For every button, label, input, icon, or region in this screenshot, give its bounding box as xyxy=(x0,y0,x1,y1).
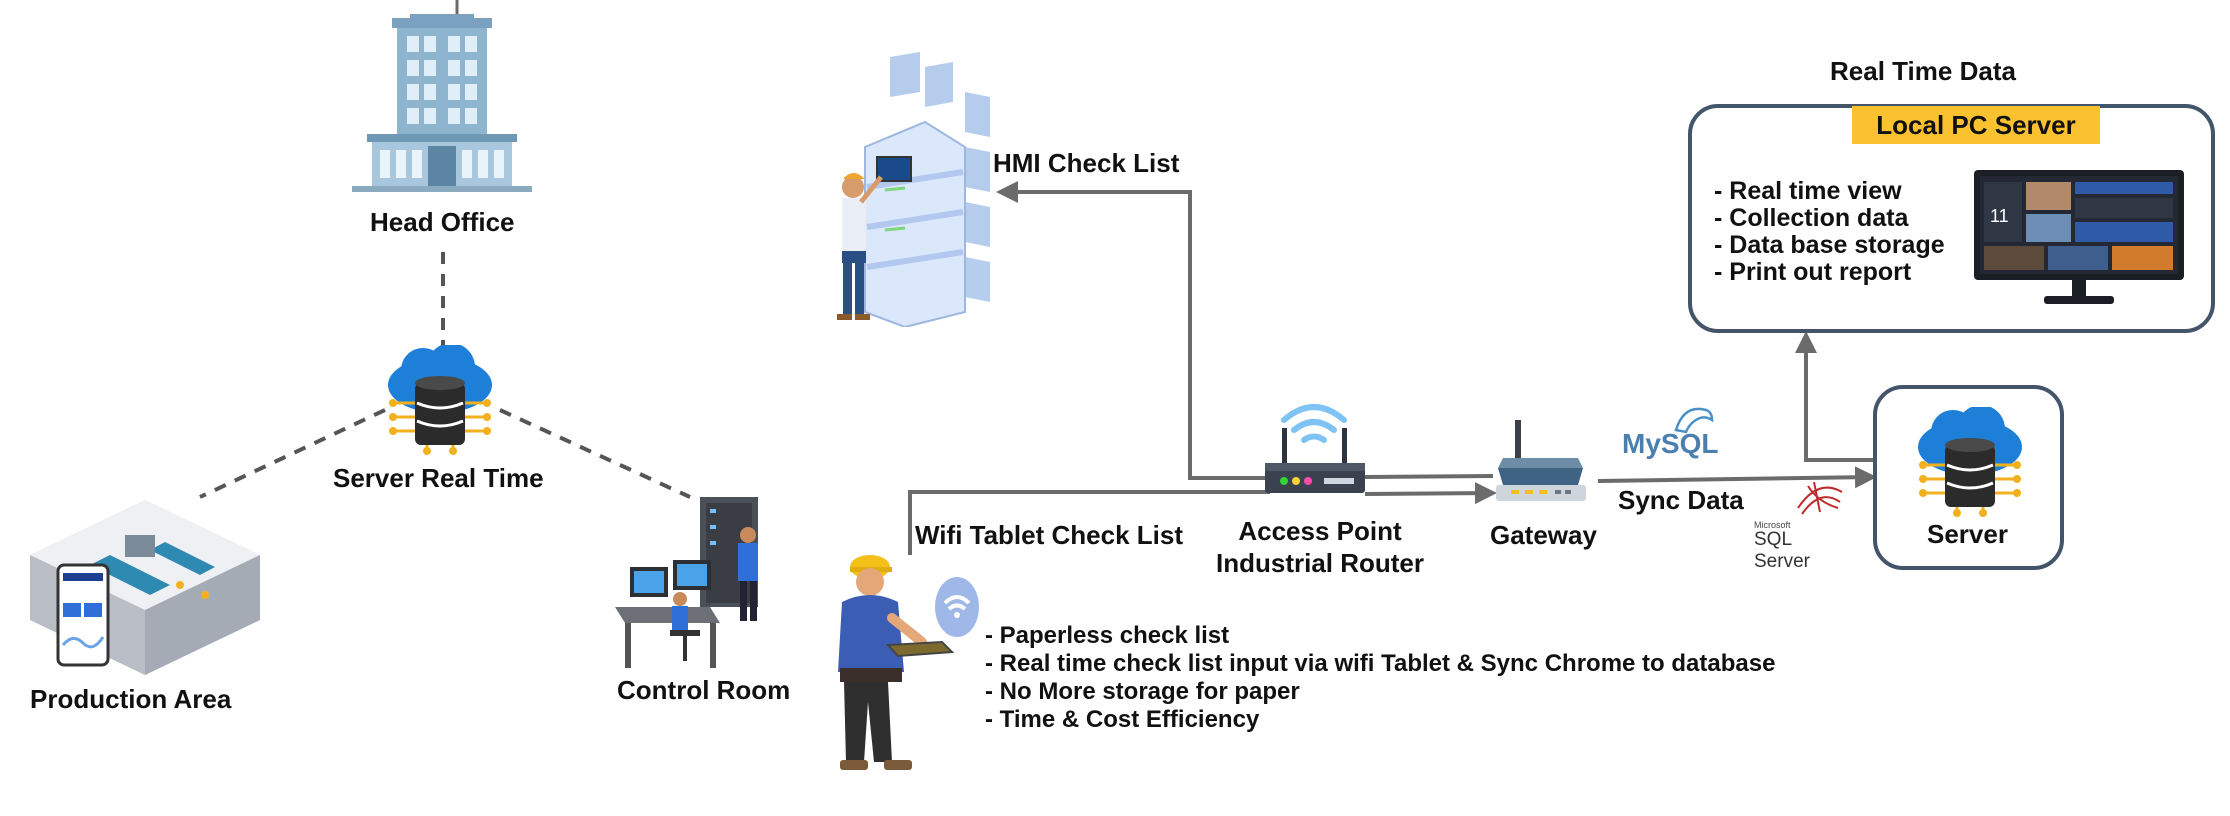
local-pc-feature-item: - Print out report xyxy=(1714,258,1912,286)
sql-server-logo-text: SQL Server xyxy=(1754,529,1810,572)
access-point-router-icon xyxy=(1265,404,1365,493)
server-real-time-label: Server Real Time xyxy=(333,463,544,493)
local-pc-server-badge: Local PC Server xyxy=(1852,106,2100,144)
server-box: Server xyxy=(1873,385,2064,570)
control-room-icon xyxy=(615,497,758,668)
tablet-worker-icon xyxy=(838,555,979,770)
server-localpc-arrow xyxy=(1795,331,1873,462)
server-label: Server xyxy=(1927,519,2008,549)
ap-gateway-arrow xyxy=(1364,482,1497,505)
local-pc-feature-item: - Real time view xyxy=(1714,177,1902,205)
mysql-dolphin-icon xyxy=(1674,407,1714,434)
server-real-time-cloud-db-icon xyxy=(388,345,492,455)
hmi-server-rack-icon xyxy=(837,52,990,327)
sql-server-icon xyxy=(1797,481,1843,515)
gateway-label: Gateway xyxy=(1490,520,1597,550)
local-pc-server-box: - Real time view - Collection data - Dat… xyxy=(1688,104,2215,333)
access-point-label: Access Point Industrial Router xyxy=(1205,515,1435,579)
wifi-tablet-check-list-label: Wifi Tablet Check List xyxy=(915,520,1183,550)
svg-text:11: 11 xyxy=(1990,206,2009,226)
mysql-logo-text: MySQL xyxy=(1622,428,1719,459)
local-pc-feature-item: - Collection data xyxy=(1714,204,1909,232)
gateway-router-icon xyxy=(1496,420,1586,501)
sql-server-logo: Microsoft SQL Server xyxy=(1752,478,1852,572)
tablet-feature-item: - Paperless check list xyxy=(985,622,1230,649)
tablet-features-list: - Paperless check list - Real time check… xyxy=(985,622,1775,734)
control-room-label: Control Room xyxy=(617,675,791,705)
access-point-label-line2: Industrial Router xyxy=(1215,548,1424,578)
mysql-logo: MySQL xyxy=(1622,400,1719,465)
sync-data-label: Sync Data xyxy=(1618,485,1744,515)
tablet-link-line xyxy=(908,490,1270,555)
real-time-data-label: Real Time Data xyxy=(1830,56,2016,86)
server-cloud-db-icon xyxy=(1918,407,2022,517)
access-point-label-line1: Access Point xyxy=(1238,516,1402,546)
hmi-arrow xyxy=(996,181,1268,480)
hmi-check-list-label: HMI Check List xyxy=(993,148,1180,178)
gateway-server-arrow xyxy=(1597,466,1877,489)
tablet-feature-item: - Real time check list input via wifi Ta… xyxy=(985,650,1776,677)
sql-server-logo-small-text: Microsoft xyxy=(1754,520,1791,530)
production-area-factory-icon xyxy=(30,500,260,675)
local-pc-features-list: - Real time view - Collection data - Dat… xyxy=(1714,178,1945,286)
ap-gateway-line-top xyxy=(1364,474,1494,479)
local-pc-feature-item: - Data base storage xyxy=(1714,231,1945,259)
head-office-building-icon xyxy=(352,14,532,192)
tablet-feature-item: - Time & Cost Efficiency xyxy=(985,706,1260,733)
tablet-feature-item: - No More storage for paper xyxy=(985,678,1300,705)
production-area-label: Production Area xyxy=(30,684,232,714)
monitor-dashboard-icon: 11 xyxy=(1974,170,2184,304)
head-office-label: Head Office xyxy=(370,207,515,237)
